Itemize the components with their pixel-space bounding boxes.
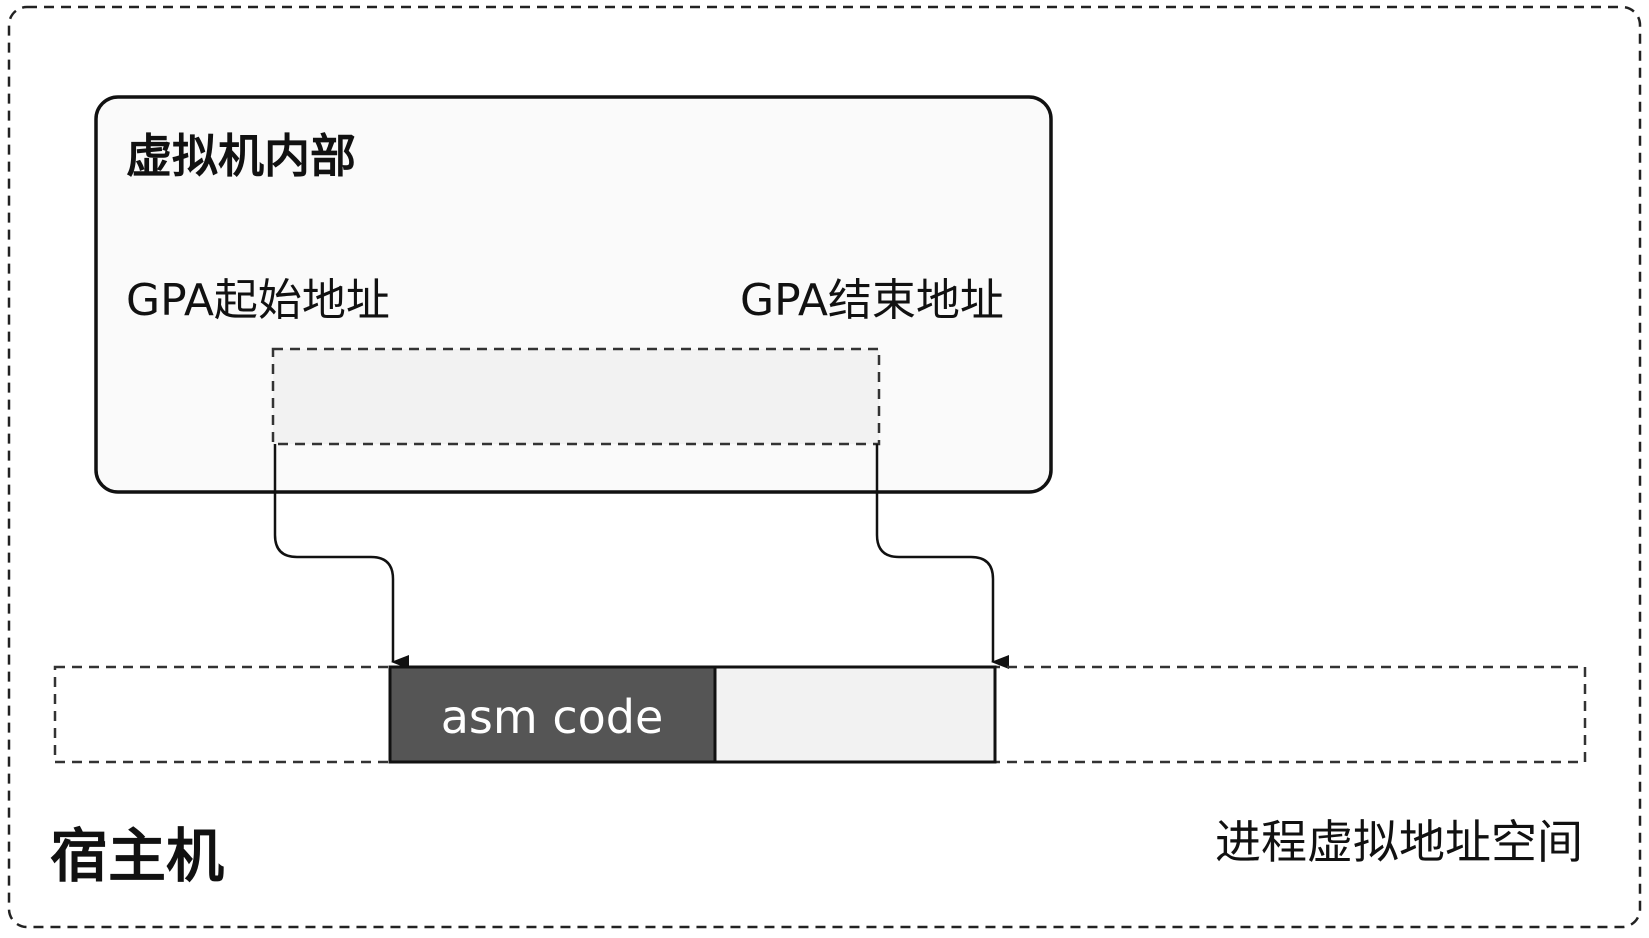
gpa-start-arrow (273, 444, 409, 669)
host-boundary (7, 5, 1642, 929)
gpa-end-label: GPA结束地址 (740, 275, 1004, 326)
gpa-end-arrow (875, 444, 1009, 669)
vm-title: 虚拟机内部 (126, 129, 356, 183)
address-space-label: 进程虚拟地址空间 (1215, 815, 1583, 869)
host-label: 宿主机 (50, 822, 224, 890)
asm-code-label: asm code (441, 690, 664, 744)
asm-code-block (388, 665, 717, 764)
gpa-start-label: GPA起始地址 (126, 275, 390, 326)
gpa-region (271, 347, 881, 446)
